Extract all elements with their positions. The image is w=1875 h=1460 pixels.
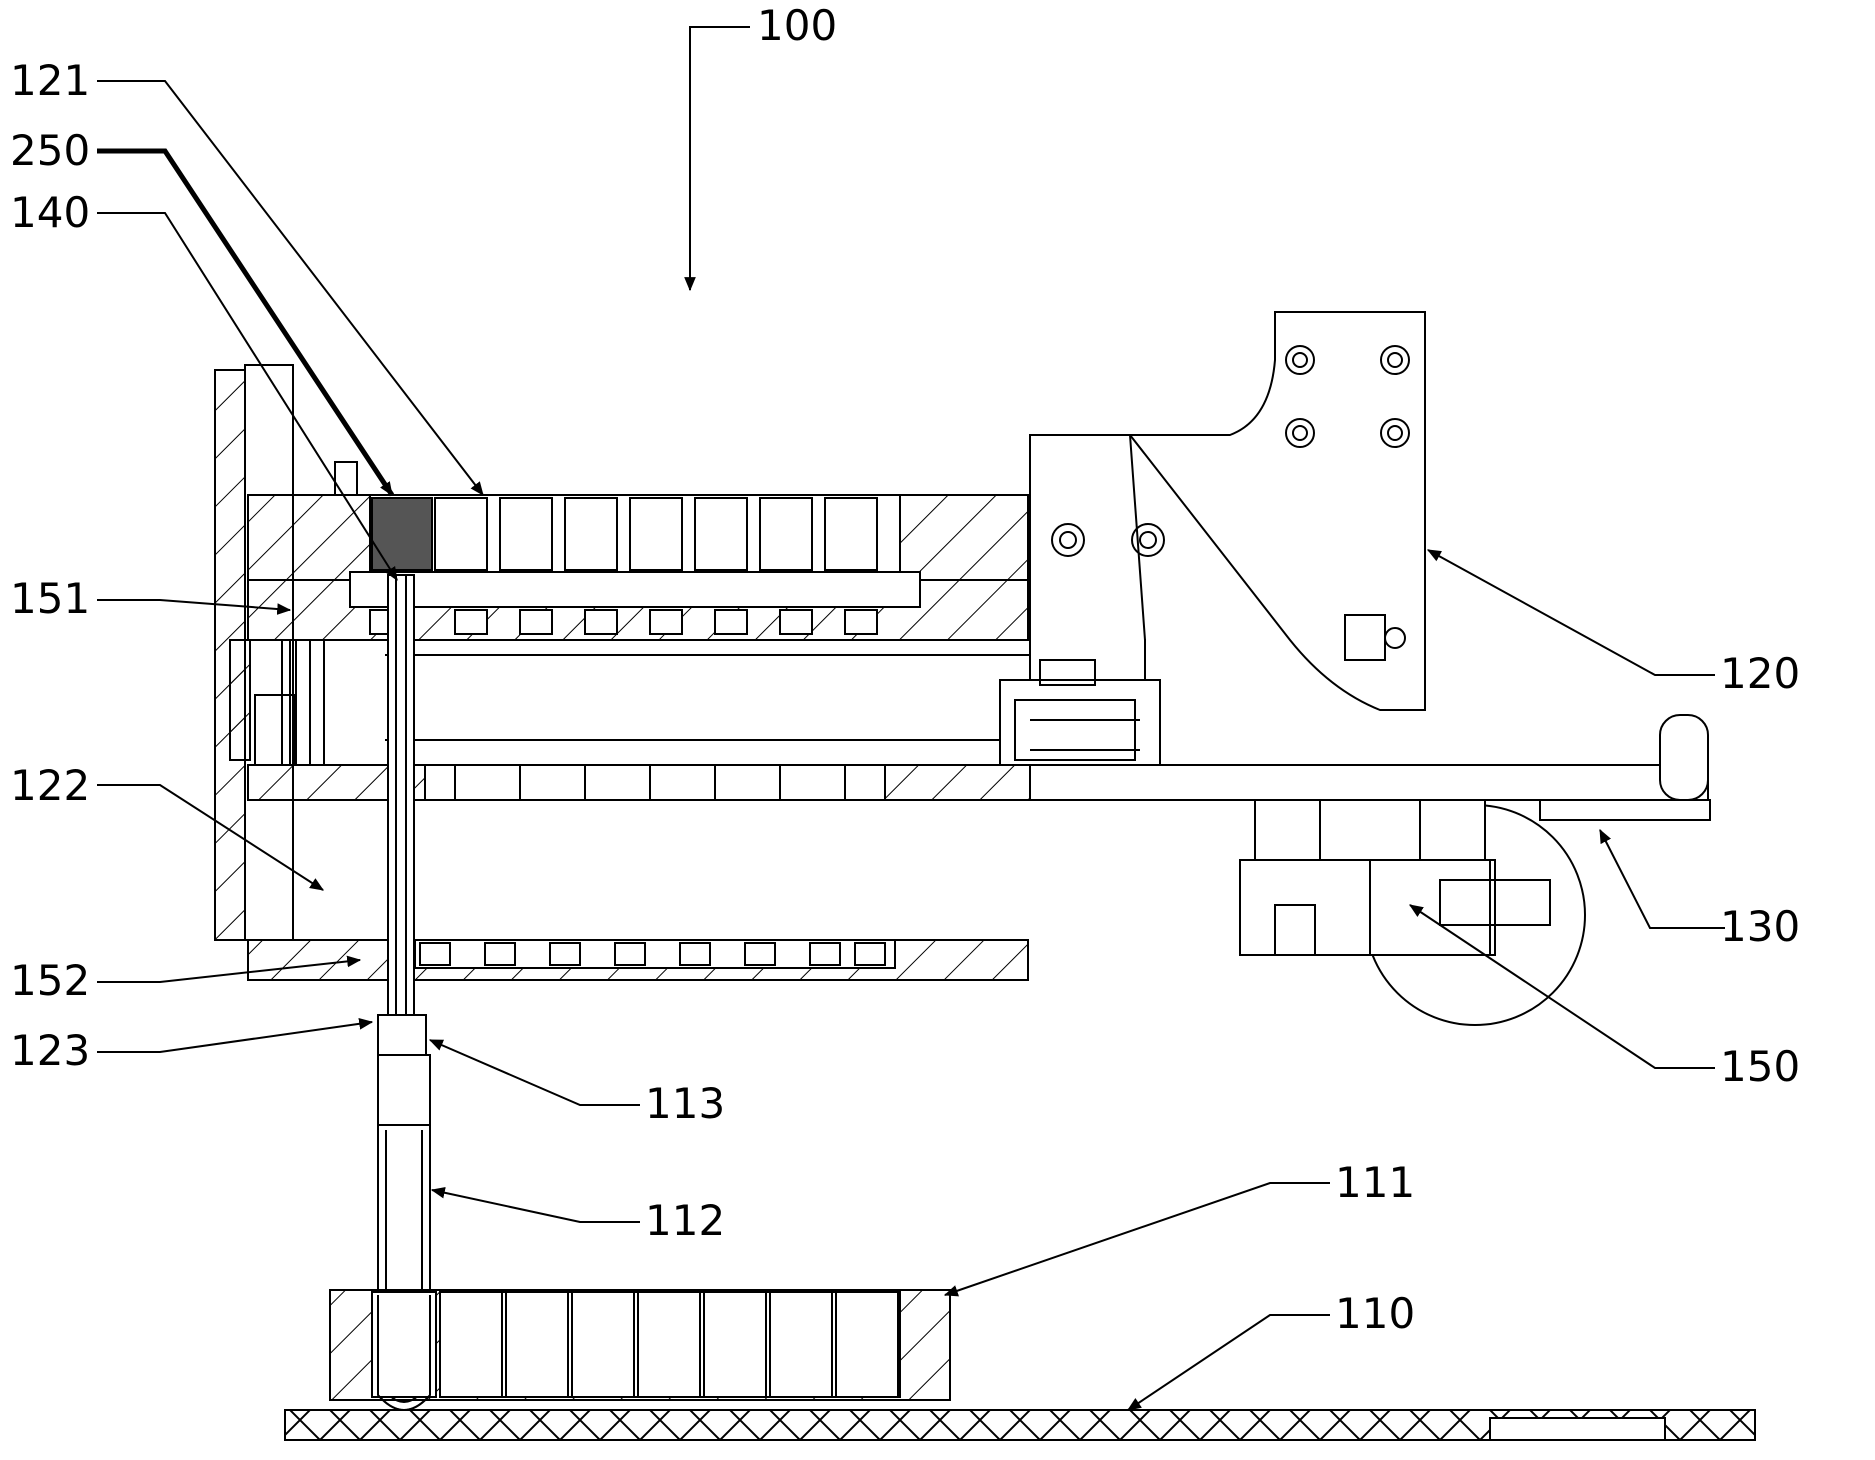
probe-shaft — [378, 575, 426, 1060]
label-151: 151 — [10, 574, 90, 623]
motor-assembly-150 — [1240, 800, 1710, 1025]
leader-lines — [97, 27, 1725, 1410]
lower-rail-122 — [248, 715, 1708, 800]
label-112: 112 — [645, 1196, 725, 1245]
bracket-120 — [1000, 312, 1425, 765]
base-plate-110 — [285, 1410, 1755, 1440]
label-111: 111 — [1335, 1158, 1415, 1207]
bottom-bar-152 — [248, 940, 1028, 980]
label-120: 120 — [1720, 649, 1800, 698]
label-150: 150 — [1720, 1042, 1800, 1091]
label-130: 130 — [1720, 902, 1800, 951]
label-250: 250 — [10, 126, 90, 175]
label-122: 122 — [10, 761, 90, 810]
label-100: 100 — [757, 1, 837, 50]
label-110: 110 — [1335, 1289, 1415, 1338]
label-113: 113 — [645, 1079, 725, 1128]
label-152: 152 — [10, 956, 90, 1005]
mechanism-drawing — [97, 27, 1755, 1440]
rack-111 — [330, 1290, 950, 1410]
label-123: 123 — [10, 1026, 90, 1075]
upper-rail-121 — [248, 462, 1028, 640]
reference-labels: 100 121 250 140 151 122 152 123 113 112 … — [10, 1, 1800, 1338]
part-250-block — [372, 498, 432, 570]
label-140: 140 — [10, 188, 90, 237]
label-121: 121 — [10, 56, 90, 105]
